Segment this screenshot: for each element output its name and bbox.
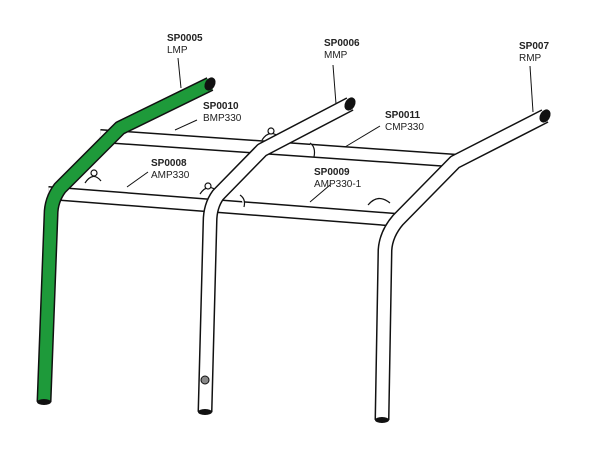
part-code: SP0010	[203, 101, 239, 112]
part-name: MMP	[324, 50, 348, 61]
part-code: SP0009	[314, 167, 350, 178]
part-name: LMP	[167, 45, 188, 56]
part-code: SP0005	[167, 33, 203, 44]
part-code: SP0011	[385, 110, 421, 121]
clamp-icons	[84, 127, 391, 208]
part-code: SP007	[519, 41, 550, 52]
part-name: AMP330-1	[314, 179, 362, 190]
part-name: BMP330	[203, 113, 242, 124]
part-name: CMP330	[385, 122, 424, 133]
part-code: SP0008	[151, 158, 187, 169]
part-name: RMP	[519, 53, 542, 64]
part-code: SP0006	[324, 38, 360, 49]
part-name: AMP330	[151, 170, 190, 181]
leader-lines	[126, 57, 534, 203]
pipe-rmp[interactable]	[374, 107, 553, 423]
pipe-mmp[interactable]	[197, 95, 358, 415]
pipe-lmp-highlighted[interactable]	[36, 75, 218, 405]
crossbar-amp330[interactable]	[47, 186, 399, 227]
